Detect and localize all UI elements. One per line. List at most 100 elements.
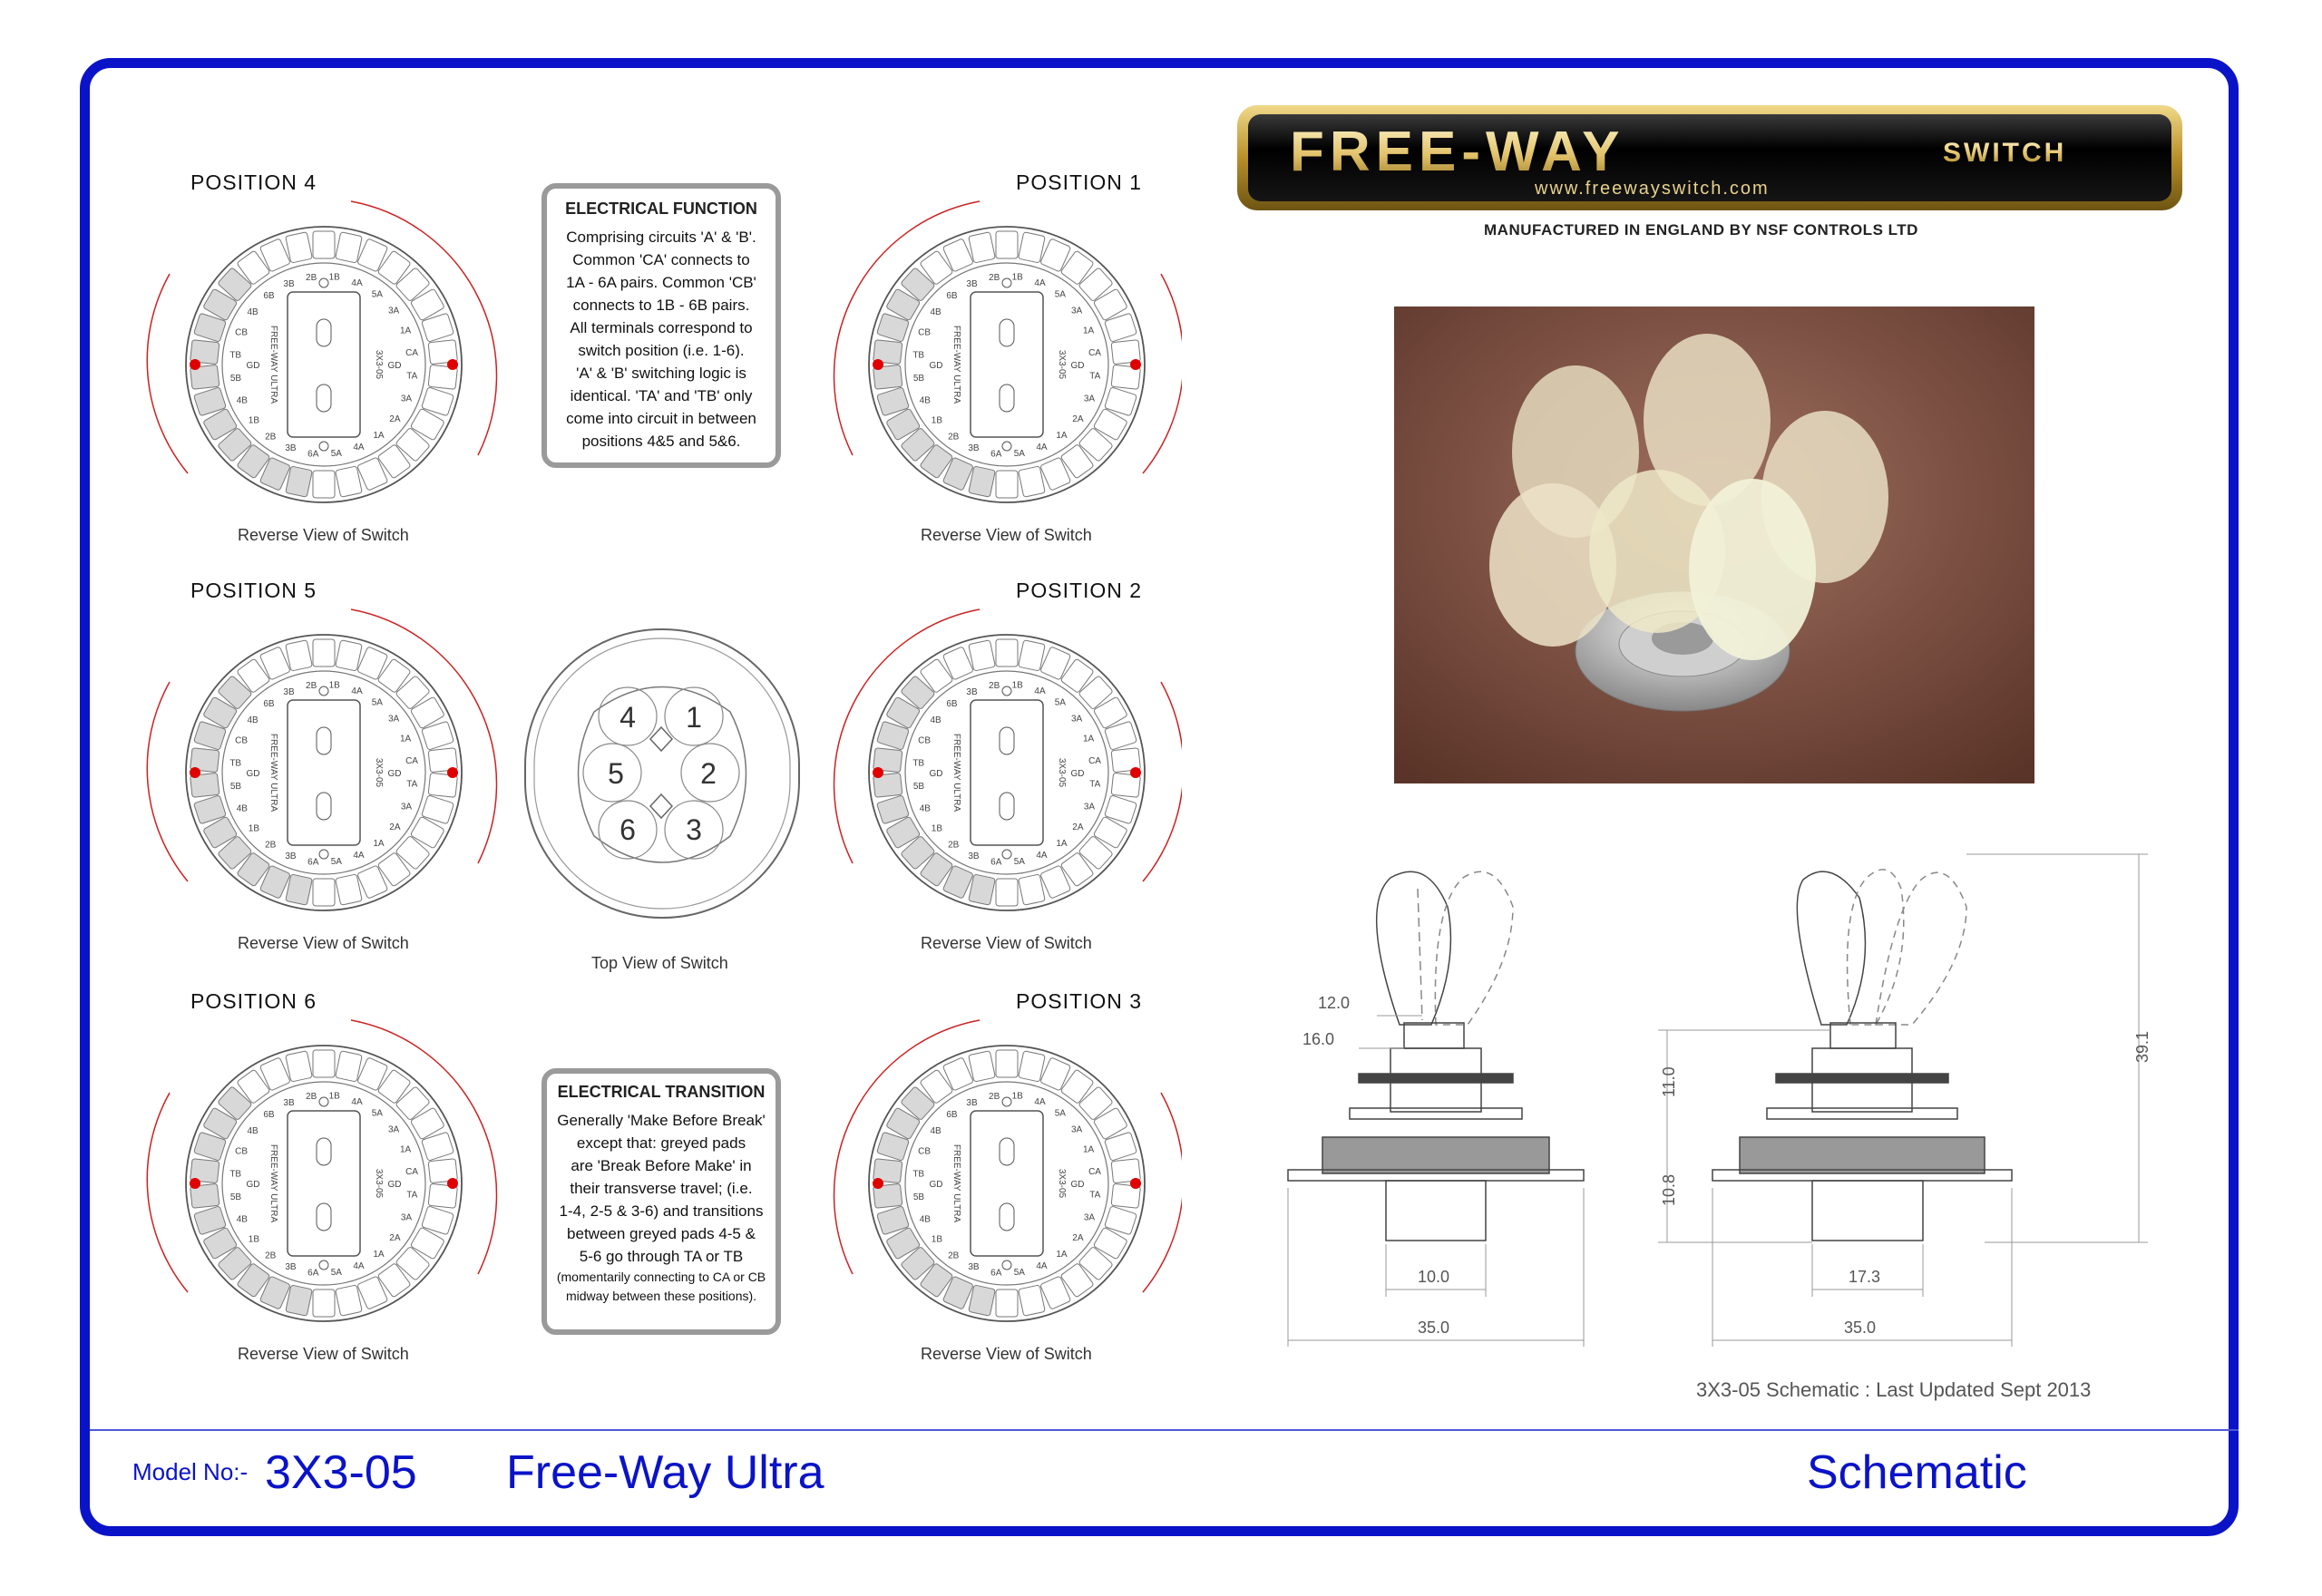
dim-11: 11.0 [1660, 1066, 1678, 1097]
svg-text:CA: CA [1088, 348, 1101, 358]
svg-text:2A: 2A [389, 822, 401, 832]
svg-text:3A: 3A [1084, 394, 1096, 404]
logo-url: www.freewayswitch.com [1534, 179, 1770, 199]
manufactured-note: MANUFACTURED IN ENGLAND BY NSF CONTROLS … [1484, 221, 1918, 238]
svg-text:3B: 3B [966, 1098, 978, 1108]
svg-text:3A: 3A [401, 1213, 413, 1223]
info-line: 'A' & 'B' switching logic is [576, 365, 746, 382]
electrical-function-box: ELECTRICAL FUNCTION Comprising circuits … [541, 183, 781, 468]
svg-text:CA: CA [405, 348, 418, 358]
svg-text:6B: 6B [263, 291, 275, 301]
svg-text:FREE-WAY ULTRA: FREE-WAY ULTRA [268, 734, 278, 813]
svg-text:2B: 2B [265, 432, 277, 442]
svg-text:3A: 3A [1071, 1124, 1083, 1134]
svg-text:4A: 4A [1034, 686, 1046, 696]
top-view-num-4: 4 [620, 701, 636, 734]
info-line: Generally 'Make Before Break' [557, 1112, 766, 1129]
position-title: POSITION 1 [1016, 170, 1143, 194]
info-line: 5-6 go through TA or TB [579, 1248, 744, 1265]
svg-text:1A: 1A [373, 839, 385, 849]
position-caption: Reverse View of Switch [921, 934, 1092, 952]
svg-text:2B: 2B [948, 1251, 960, 1260]
logo-sub-text: SWITCH [1943, 138, 2066, 168]
svg-text:1B: 1B [932, 416, 943, 426]
svg-text:1A: 1A [373, 431, 385, 441]
svg-text:6A: 6A [990, 449, 1002, 459]
document-type: Schematic [1807, 1446, 2027, 1499]
svg-text:4A: 4A [351, 686, 363, 696]
svg-text:2B: 2B [306, 273, 317, 283]
info-line: (momentarily connecting to CA or CB [556, 1270, 766, 1284]
svg-text:6B: 6B [946, 699, 958, 709]
svg-text:TA: TA [1089, 780, 1100, 790]
svg-text:5A: 5A [331, 857, 343, 867]
svg-text:CB: CB [918, 1146, 931, 1156]
dim-35-right: 35.0 [1844, 1319, 1876, 1337]
svg-text:2B: 2B [989, 1092, 1000, 1102]
svg-text:3X3-05: 3X3-05 [1057, 1169, 1067, 1199]
svg-text:5A: 5A [331, 1268, 343, 1278]
dim-39-1: 39.1 [2133, 1031, 2151, 1063]
svg-text:5A: 5A [1055, 290, 1067, 300]
svg-text:3B: 3B [283, 279, 295, 289]
svg-text:2B: 2B [989, 273, 1000, 283]
top-view-num-2: 2 [700, 757, 717, 790]
electrical-transition-heading: ELECTRICAL TRANSITION [557, 1083, 766, 1101]
svg-text:FREE-WAY ULTRA: FREE-WAY ULTRA [268, 326, 278, 404]
svg-text:5A: 5A [1014, 857, 1026, 867]
svg-text:2A: 2A [1072, 1233, 1084, 1243]
svg-text:FREE-WAY ULTRA: FREE-WAY ULTRA [951, 734, 961, 813]
svg-text:4B: 4B [237, 803, 249, 813]
svg-text:4B: 4B [930, 307, 941, 317]
svg-text:2A: 2A [389, 1233, 401, 1243]
svg-text:FREE-WAY ULTRA: FREE-WAY ULTRA [268, 1144, 278, 1223]
svg-text:CA: CA [1088, 756, 1101, 766]
svg-text:3B: 3B [966, 279, 978, 289]
svg-text:4A: 4A [353, 443, 365, 453]
product-photo [1394, 307, 2034, 783]
svg-text:1A: 1A [1083, 735, 1095, 744]
model-label: Model No:- [132, 1458, 249, 1485]
svg-text:3B: 3B [285, 1262, 297, 1272]
electrical-function-heading: ELECTRICAL FUNCTION [565, 200, 757, 218]
svg-text:4A: 4A [1034, 1097, 1046, 1107]
svg-text:3A: 3A [1071, 714, 1083, 724]
position-title: POSITION 6 [190, 989, 317, 1013]
svg-text:1A: 1A [400, 326, 412, 336]
svg-text:TA: TA [406, 372, 417, 382]
svg-text:GD: GD [247, 1180, 260, 1190]
top-view-caption: Top View of Switch [591, 954, 728, 972]
svg-text:2A: 2A [1072, 822, 1084, 832]
svg-text:TA: TA [406, 1191, 417, 1201]
svg-text:GD: GD [1071, 769, 1085, 779]
position-title: POSITION 4 [190, 170, 317, 194]
svg-text:4B: 4B [920, 395, 932, 405]
svg-text:TB: TB [229, 758, 241, 768]
svg-text:4B: 4B [920, 1214, 932, 1224]
svg-text:3A: 3A [1071, 306, 1083, 316]
svg-text:4A: 4A [353, 851, 365, 861]
svg-text:4A: 4A [353, 1261, 365, 1271]
svg-text:4A: 4A [1034, 278, 1046, 288]
svg-text:1B: 1B [249, 416, 260, 426]
last-updated-note: 3X3-05 Schematic : Last Updated Sept 201… [1696, 1378, 2092, 1401]
svg-text:1B: 1B [1012, 681, 1024, 691]
svg-text:TA: TA [1089, 1191, 1100, 1201]
svg-text:4A: 4A [1036, 443, 1048, 453]
svg-text:1B: 1B [1012, 1092, 1024, 1102]
info-line: identical. 'TA' and 'TB' only [570, 387, 753, 404]
svg-text:TB: TB [229, 1169, 241, 1179]
top-view-num-5: 5 [608, 757, 624, 790]
svg-text:GD: GD [388, 769, 402, 779]
svg-text:2B: 2B [306, 681, 317, 691]
svg-text:CB: CB [235, 735, 248, 745]
svg-text:3B: 3B [283, 687, 295, 697]
svg-text:TA: TA [1089, 372, 1100, 382]
svg-text:3B: 3B [968, 443, 980, 453]
svg-text:4B: 4B [247, 1126, 259, 1136]
svg-text:1A: 1A [400, 735, 412, 744]
svg-text:CA: CA [1088, 1167, 1101, 1177]
